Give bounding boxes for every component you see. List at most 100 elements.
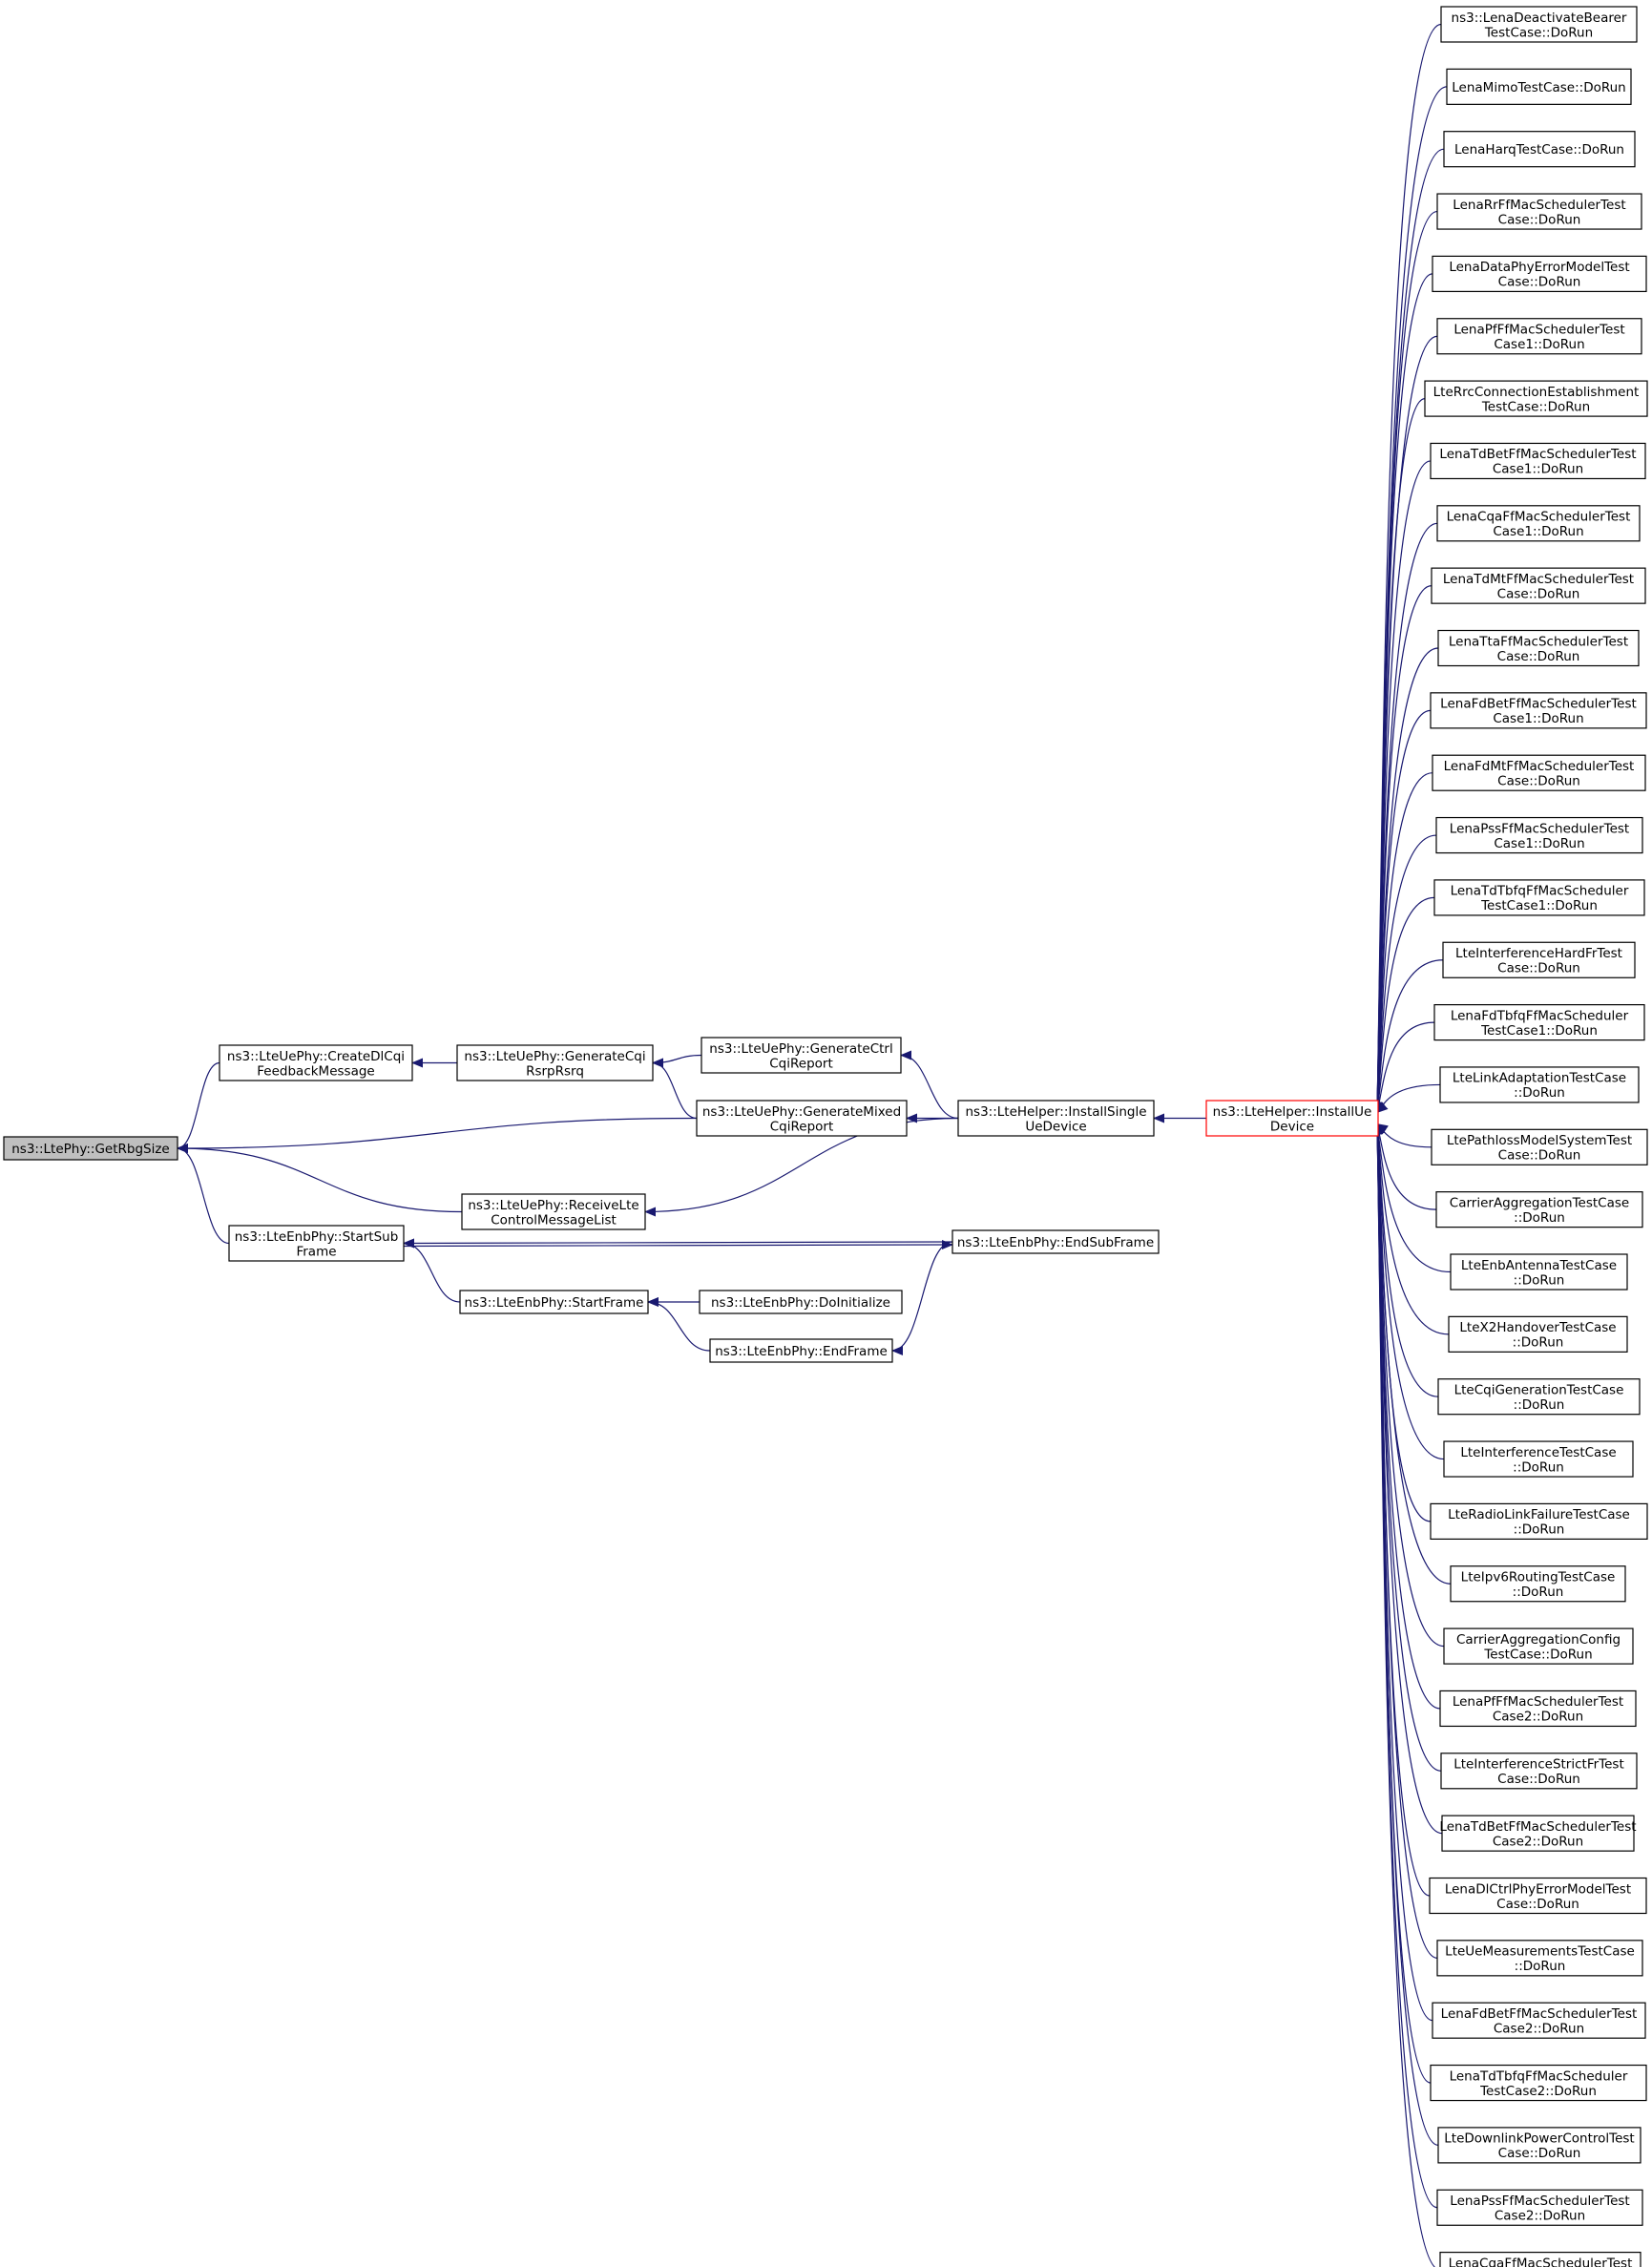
node-t31[interactable]: LteUeMeasurementsTestCase::DoRun: [1436, 1940, 1643, 1977]
node-t6[interactable]: LteRrcConnectionEstablishmentTestCase::D…: [1424, 380, 1648, 417]
node-t25[interactable]: LteIpv6RoutingTestCase::DoRun: [1450, 1565, 1626, 1603]
node-box: [1441, 1815, 1635, 1852]
node-createdlcqi[interactable]: ns3::LteUePhy::CreateDlCqiFeedbackMessag…: [219, 1044, 413, 1081]
node-t36[interactable]: LenaCqaFfMacSchedulerTestCase2::DoRun: [1439, 2252, 1642, 2267]
edge-endframe-to-startframe: [647, 1297, 711, 1352]
node-t22[interactable]: LteCqiGenerationTestCase::DoRun: [1437, 1378, 1641, 1416]
node-getrbgsize[interactable]: ns3::LtePhy::GetRbgSize: [3, 1136, 178, 1161]
node-label-line: ns3::LteUePhy::GenerateCqi: [464, 1049, 645, 1064]
edge-installsingle-to-generatectrl: [900, 1050, 959, 1120]
node-label-line: FeedbackMessage: [257, 1063, 374, 1079]
node-t2[interactable]: LenaHarqTestCase::DoRun: [1443, 131, 1636, 168]
node-label-line: ns3::LteEnbPhy::EndFrame: [715, 1344, 888, 1359]
node-label-line: ::DoRun: [1514, 1272, 1565, 1288]
edge-t12-to-installue: [1372, 772, 1433, 1114]
node-t19[interactable]: CarrierAggregationTestCase::DoRun: [1435, 1191, 1643, 1228]
node-box: [3, 1136, 178, 1161]
node-t21[interactable]: LteX2HandoverTestCase::DoRun: [1448, 1315, 1628, 1353]
node-box: [1430, 442, 1646, 480]
edge-startsubframe-to-endsubframe: [403, 1240, 953, 1250]
node-box: [1424, 380, 1648, 417]
node-t23[interactable]: LteInterferenceTestCase::DoRun: [1443, 1440, 1634, 1478]
node-label-line: ::DoRun: [1513, 1335, 1564, 1351]
node-t1[interactable]: LenaMimoTestCase::DoRun: [1446, 68, 1632, 105]
node-label-line: CarrierAggregationTestCase: [1450, 1195, 1629, 1210]
node-t24[interactable]: LteRadioLinkFailureTestCase::DoRun: [1430, 1502, 1648, 1541]
node-box: [1430, 2064, 1647, 2102]
node-label-line: Case2::DoRun: [1493, 1710, 1583, 1725]
node-endsubframe[interactable]: ns3::LteEnbPhy::EndSubFrame: [951, 1229, 1160, 1254]
node-label-line: LenaRrFfMacSchedulerTest: [1453, 198, 1625, 213]
node-box: [1439, 2252, 1642, 2267]
node-label-line: ControlMessageList: [491, 1212, 617, 1228]
node-label-line: Device: [1270, 1119, 1314, 1134]
node-label-line: UeDevice: [1025, 1119, 1086, 1134]
node-box: [459, 1290, 649, 1314]
edge-endsubframe-to-startsubframe: [403, 1238, 953, 1249]
node-startframe[interactable]: ns3::LteEnbPhy::StartFrame: [459, 1290, 649, 1314]
node-label-line: LteUeMeasurementsTestCase: [1445, 1944, 1635, 1960]
edge-startframe-to-startsubframe: [403, 1238, 461, 1303]
node-label-line: ::DoRun: [1514, 1210, 1565, 1226]
node-label-line: ns3::LteHelper::InstallSingle: [965, 1104, 1146, 1120]
node-label-line: ns3::LteUePhy::GenerateCtrl: [709, 1041, 892, 1057]
node-box: [1440, 1753, 1638, 1790]
node-endframe[interactable]: ns3::LteEnbPhy::EndFrame: [709, 1338, 893, 1363]
edge-t15-to-installue: [1373, 959, 1444, 1114]
node-label-line: Case::DoRun: [1497, 1772, 1580, 1787]
node-label-line: TestCase::DoRun: [1481, 399, 1590, 414]
node-box: [1429, 1877, 1647, 1915]
node-t17[interactable]: LteLinkAdaptationTestCase::DoRun: [1439, 1066, 1640, 1103]
node-label-line: TestCase1::DoRun: [1480, 1023, 1598, 1039]
node-label-line: ns3::LteUePhy::ReceiveLte: [468, 1198, 638, 1213]
node-label-line: ns3::LteEnbPhy::StartSub: [235, 1229, 399, 1245]
node-receivelte[interactable]: ns3::LteUePhy::ReceiveLteControlMessageL…: [461, 1193, 646, 1230]
node-label-line: LenaTdMtFfMacSchedulerTest: [1443, 572, 1634, 587]
node-doinitialize[interactable]: ns3::LteEnbPhy::DoInitialize: [699, 1290, 903, 1314]
nodes-layer: ns3::LtePhy::GetRbgSize ns3::LteUePhy::Cr…: [3, 6, 1648, 2267]
node-box: [1437, 629, 1640, 667]
node-box: [1432, 2002, 1646, 2039]
node-label-line: LenaTdTbfqFfMacScheduler: [1450, 2068, 1628, 2084]
node-label-line: LenaTdBetFfMacSchedulerTest: [1439, 1819, 1636, 1835]
node-label-line: LenaPssFfMacSchedulerTest: [1450, 2194, 1629, 2209]
node-box: [957, 1100, 1155, 1137]
node-label-line: LenaPssFfMacSchedulerTest: [1450, 821, 1629, 836]
node-t20[interactable]: LteEnbAntennaTestCase::DoRun: [1450, 1253, 1628, 1291]
node-label-line: LenaPfFfMacSchedulerTest: [1453, 323, 1624, 338]
node-box: [1442, 941, 1636, 978]
node-box: [696, 1100, 908, 1137]
node-label-line: ns3::LteHelper::InstallUe: [1213, 1104, 1372, 1120]
node-label-line: LenaPfFfMacSchedulerTest: [1453, 1694, 1623, 1710]
